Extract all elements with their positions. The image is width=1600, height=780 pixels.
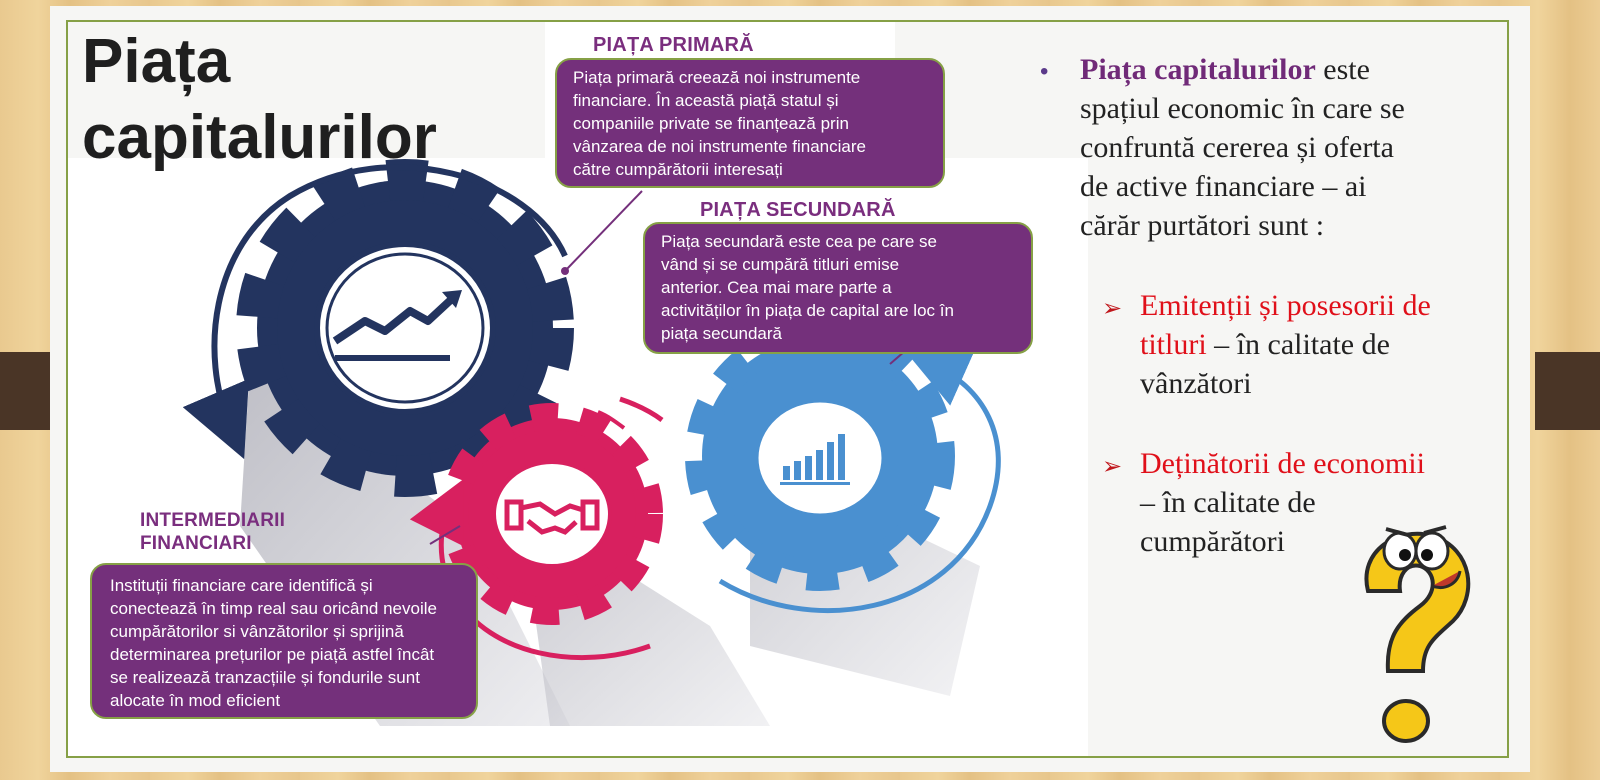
participant-role: vânzători — [1140, 367, 1252, 400]
intermediaries-heading: INTERMEDIARII FINANCIARI — [140, 509, 285, 555]
intermediaries-line: Instituții financiare care identifică și — [110, 576, 373, 595]
navy-gear — [236, 159, 574, 497]
primary-market-line: către cumpărătorii interesați — [573, 160, 783, 179]
primary-market-line: vânzarea de noi instrumente financiare — [573, 137, 866, 156]
definition-text: spațiul economic în care se — [1080, 92, 1405, 125]
page-title: Piața capitalurilor — [82, 24, 437, 176]
participant-role: – în calitate de — [1206, 328, 1390, 361]
participant-item: Deținătorii de economii – în calitate de… — [1140, 444, 1520, 561]
primary-market-line: companiile private se finanțează prin — [573, 114, 849, 133]
title-line-1: Piața — [82, 27, 231, 96]
definition-text: cărăr purtători sunt : — [1080, 209, 1325, 242]
trend-arrow-head — [442, 290, 462, 308]
secondary-market-heading: PIAȚA SECUNDARĂ — [700, 199, 896, 221]
intermediaries-line: determinarea prețurilor pe piață astfel … — [110, 645, 435, 664]
blue-rotation-arrow — [718, 350, 1001, 614]
right-tab-decoration — [1535, 352, 1600, 430]
title-line-2: capitalurilor — [82, 103, 437, 172]
secondary-market-line: vând și se cumpără titluri emise — [661, 255, 900, 274]
participant-name: Emitenții și posesorii de — [1140, 289, 1431, 322]
slide-frame — [66, 20, 1509, 758]
slide: Piața capitalurilor — [50, 6, 1530, 772]
intermediaries-heading-line: FINANCIARI — [140, 533, 252, 554]
arrow-bullet-icon: ➢ — [1102, 295, 1123, 322]
blue-gear — [685, 321, 955, 591]
secondary-market-line: anterior. Cea mai mare parte a — [661, 278, 892, 297]
intermediaries-connector-line — [429, 525, 461, 545]
magenta-gear — [441, 403, 663, 625]
trend-chart-icon — [332, 293, 458, 345]
intermediaries-heading-line: INTERMEDIARII — [140, 510, 286, 531]
participant-name: titluri — [1140, 328, 1207, 361]
definition-text: confruntă cererea și oferta — [1080, 131, 1394, 164]
intermediaries-line: se realizează tranzacțiile și fondurile … — [110, 668, 420, 687]
definition-text: de active financiare – ai — [1080, 170, 1367, 203]
definition-paragraph: Piața capitalurilor este spațiul economi… — [1080, 50, 1500, 245]
intermediaries-line: alocate în mod eficient — [110, 691, 281, 710]
gears-illustration — [182, 159, 1001, 726]
motion-line — [619, 396, 664, 423]
intermediaries-line: conectează în timp real sau oricând nevo… — [110, 599, 437, 618]
participant-item: Emitenții și posesorii de titluri – în c… — [1140, 286, 1520, 403]
primary-connector-line — [564, 190, 643, 272]
primary-market-box: Piața primară creează noi instrumente fi… — [555, 58, 945, 188]
arrow-bullet-icon: ➢ — [1102, 453, 1123, 480]
navy-rotation-arrow — [182, 164, 568, 460]
participant-name: Deținătorii de economii — [1140, 447, 1425, 480]
intermediaries-box: Instituții financiare care identifică și… — [90, 563, 478, 719]
motion-line — [597, 410, 626, 430]
secondary-market-line: piața secundară — [661, 324, 782, 343]
intermediaries-line: cumpărătorilor si vânzătorilor și spriji… — [110, 622, 404, 641]
handshake-icon — [504, 499, 600, 535]
bar-chart-icon — [780, 434, 850, 485]
primary-market-line: Piața primară creează noi instrumente — [573, 68, 861, 87]
participant-role: – în calitate de — [1140, 486, 1316, 519]
secondary-market-line: Piața secundară este cea pe care se — [661, 232, 937, 251]
participant-role: cumpărători — [1140, 525, 1285, 558]
secondary-market-line: activităților în piața de capital are lo… — [661, 301, 954, 320]
primary-market-line: financiare. În această piață statul și — [573, 91, 839, 110]
secondary-market-box: Piața secundară este cea pe care se vând… — [643, 222, 1033, 354]
definition-term: Piața capitalurilor — [1080, 53, 1316, 86]
primary-market-heading: PIAȚA PRIMARĂ — [593, 34, 754, 56]
bullet-dot: • — [1040, 58, 1049, 85]
definition-text: este — [1315, 53, 1370, 86]
question-mark-character-icon — [1364, 525, 1471, 743]
